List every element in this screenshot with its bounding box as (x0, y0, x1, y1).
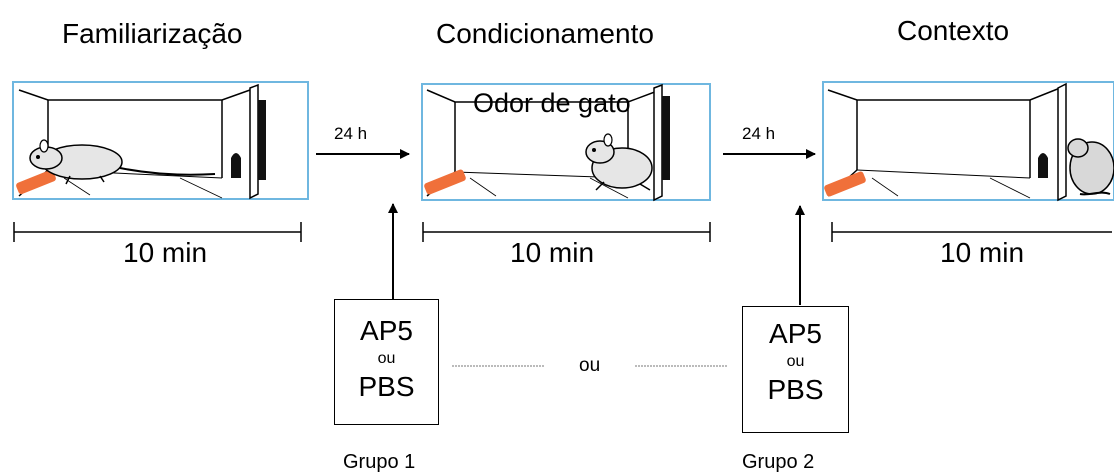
rat-illustration-1 (29, 139, 216, 185)
treatment-2-drug: AP5 (769, 318, 822, 349)
treatment-1-or: ou (377, 350, 396, 367)
connector-or-label: ou (579, 355, 601, 376)
group-label-2: Grupo 2 (742, 451, 815, 473)
stage-title-contexto: Contexto (897, 15, 1010, 46)
group-label-1: Grupo 1 (343, 451, 416, 473)
treatment-2-or: ou (786, 353, 805, 370)
treatment-1-control: PBS (358, 371, 415, 402)
treatment-box-1: AP5 ou PBS (334, 299, 439, 425)
rat-illustration-2 (585, 133, 653, 191)
treatment-box-2: AP5 ou PBS (742, 306, 849, 433)
duration-label-3: 10 min (940, 237, 1025, 268)
arena-panel-1 (12, 81, 309, 200)
interval-label-2: 24 h (742, 124, 776, 143)
treatment-1-drug: AP5 (360, 315, 413, 346)
stage-title-condicionamento: Condicionamento (436, 18, 654, 49)
duration-label-2: 10 min (510, 237, 595, 268)
arena-panel-3 (822, 81, 1114, 202)
rat-illustration-3 (1067, 138, 1114, 196)
interval-label-1: 24 h (334, 124, 368, 143)
timeline-2 (422, 222, 711, 242)
duration-label-1: 10 min (123, 237, 208, 268)
treatment-2-control: PBS (767, 374, 824, 405)
odor-label: Odor de gato (473, 88, 631, 118)
timeline-3 (831, 222, 1112, 242)
timeline-1 (13, 222, 302, 242)
arena-panel-2 (421, 83, 711, 202)
stage-title-familiarizacao: Familiarização (62, 18, 243, 49)
